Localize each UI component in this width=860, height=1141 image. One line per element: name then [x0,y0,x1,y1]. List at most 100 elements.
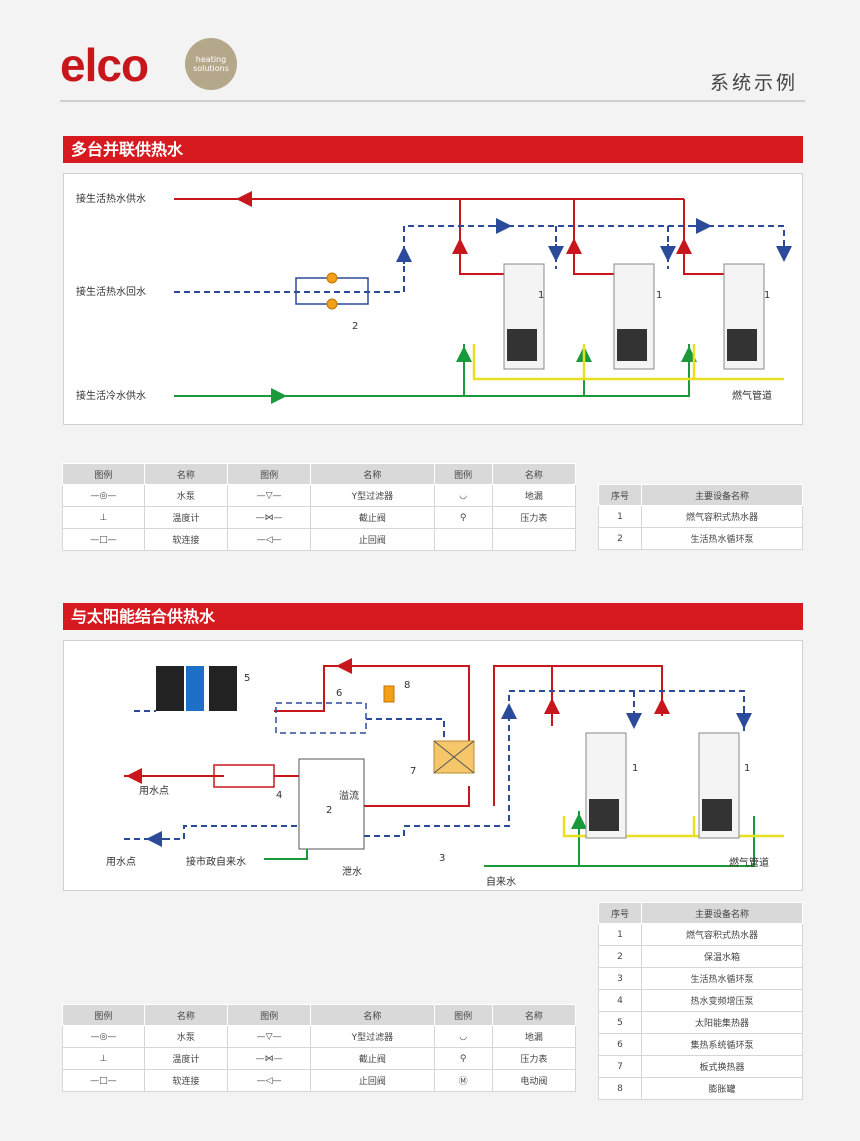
label-hot-return: 接生活热水回水 [76,285,146,298]
equipment-name: 板式换热器 [641,1055,803,1078]
thermometer-symbol: ⊥ [62,1047,145,1070]
storage-tank [298,758,365,850]
label-cold-supply: 接生活冷水供水 [76,389,146,402]
callout-2: 2 [352,321,358,332]
legend-name: 温度计 [143,506,229,529]
page-title: 系统示例 [709,72,798,94]
section1-diagram: 接生活热水供水 接生活热水回水 接生活冷水供水 燃气管道 1 1 1 2 [63,173,803,425]
section2-diagram: 用水点 用水点 接市政自来水 溢流 泄水 自来水 燃气管道 1 1 2 3 4 … [63,640,803,891]
equipment-name: 膨胀罐 [641,1077,803,1100]
callout-6: 6 [336,688,342,699]
section2-schematic: 用水点 用水点 接市政自来水 溢流 泄水 自来水 燃气管道 1 1 2 3 4 … [106,658,784,888]
callout-2: 2 [326,805,332,816]
equipment-no: 7 [598,1055,642,1078]
solar-collector [156,666,237,711]
cold-supply-pipe [264,811,755,867]
equipment-no: 4 [598,989,642,1012]
expansion-tank [383,685,395,703]
y-filter-symbol: —▽— [227,484,312,507]
thermometer-symbol: ⊥ [62,506,145,529]
label-gas-pipe: 燃气管道 [732,389,772,402]
legend-header: 名称 [310,1004,435,1026]
stop-valve-symbol: —⋈— [227,1047,312,1070]
callout-1: 1 [538,290,544,301]
legend-name: 电动阀 [491,1069,577,1092]
equipment-name: 太阳能集热器 [641,1011,803,1034]
equipment-no: 5 [598,1011,642,1034]
callout-5: 5 [244,673,250,684]
legend-name: Y型过滤器 [310,1025,435,1048]
stop-valve-symbol: —⋈— [227,506,312,529]
pressure-gauge-symbol: ⚲ [433,506,493,529]
equipment-no: 2 [598,527,642,550]
y-filter-symbol: —▽— [227,1025,312,1048]
equipment-no: 2 [598,945,642,968]
legend-header: 名称 [491,463,577,485]
legend-header: 图例 [433,463,493,485]
brand-logo: elco [60,39,149,91]
callout-1: 1 [744,763,750,774]
pump-symbol: —◎— [62,1025,145,1048]
legend-name: 地漏 [491,484,577,507]
pump-symbol: —◎— [62,484,145,507]
legend-name: 压力表 [491,1047,577,1070]
label-drain: 泄水 [342,865,362,878]
legend-header: 名称 [143,463,229,485]
floor-drain-symbol: ◡ [433,1025,493,1048]
equipment-name: 生活热水循环泵 [641,967,803,990]
equipment-name: 集热系统循环泵 [641,1033,803,1056]
hot-return-pipe [174,218,792,310]
soft-joint-symbol: —□— [62,1069,145,1092]
legend-header: 图例 [227,463,312,485]
callout-7: 7 [410,766,416,777]
check-valve-symbol: —◁— [227,528,312,551]
section1-schematic: 接生活热水供水 接生活热水回水 接生活冷水供水 燃气管道 1 1 1 2 [76,191,792,404]
callout-1: 1 [656,290,662,301]
water-heater-unit [723,263,765,370]
callout-3: 3 [439,853,445,864]
brand-tagline-1: heating [195,55,227,64]
legend-name: Y型过滤器 [310,484,435,507]
pressure-gauge-symbol: ⚲ [433,1047,493,1070]
equipment-no: 8 [598,1077,642,1100]
check-valve-symbol: —◁— [227,1069,312,1092]
section2-title: 与太阳能结合供热水 [63,603,803,630]
label-use-point-2: 用水点 [106,856,136,868]
legend-name: 软连接 [143,1069,229,1092]
callout-1: 1 [764,290,770,301]
callout-1: 1 [632,763,638,774]
callout-8: 8 [404,680,410,691]
equipment-name: 热水变频增压泵 [641,989,803,1012]
equipment-no: 3 [598,967,642,990]
legend-name: 截止阀 [310,506,435,529]
legend-name: 止回阀 [310,528,435,551]
legend-header: 图例 [62,1004,145,1026]
equipment-header: 序号 [598,902,642,924]
legend-header: 图例 [62,463,145,485]
legend-header: 名称 [143,1004,229,1026]
legend-name: 地漏 [491,1025,577,1048]
soft-joint-symbol: —□— [62,528,145,551]
return-pipe [124,690,752,847]
equipment-header: 序号 [598,484,642,506]
header-divider [60,100,805,102]
label-tap-water: 自来水 [486,875,516,888]
section1-legend-table: 图例 名称 图例 名称 图例 名称 —◎— 水泵 —▽— Y型过滤器 ◡ 地漏 … [62,463,577,551]
legend-header: 名称 [491,1004,577,1026]
legend-name: 截止阀 [310,1047,435,1070]
equipment-no: 1 [598,505,642,528]
equipment-header: 主要设备名称 [641,902,803,924]
section2-legend-table: 图例 名称 图例 名称 图例 名称 —◎— 水泵 —▽— Y型过滤器 ◡ 地漏 … [62,1004,577,1092]
water-heater-unit [613,263,655,370]
equipment-name: 生活热水循环泵 [641,527,803,550]
equipment-name: 燃气容积式热水器 [641,505,803,528]
gas-pipe [472,344,784,381]
legend-name: 水泵 [143,484,229,507]
equipment-no: 1 [598,923,642,946]
equipment-name: 燃气容积式热水器 [641,923,803,946]
equipment-no: 6 [598,1033,642,1056]
label-use-point-1: 用水点 [139,785,169,797]
section1-equipment-table: 序号 主要设备名称 1 燃气容积式热水器 2 生活热水循环泵 [598,484,803,550]
water-heater-unit [698,732,740,839]
legend-header: 名称 [310,463,435,485]
